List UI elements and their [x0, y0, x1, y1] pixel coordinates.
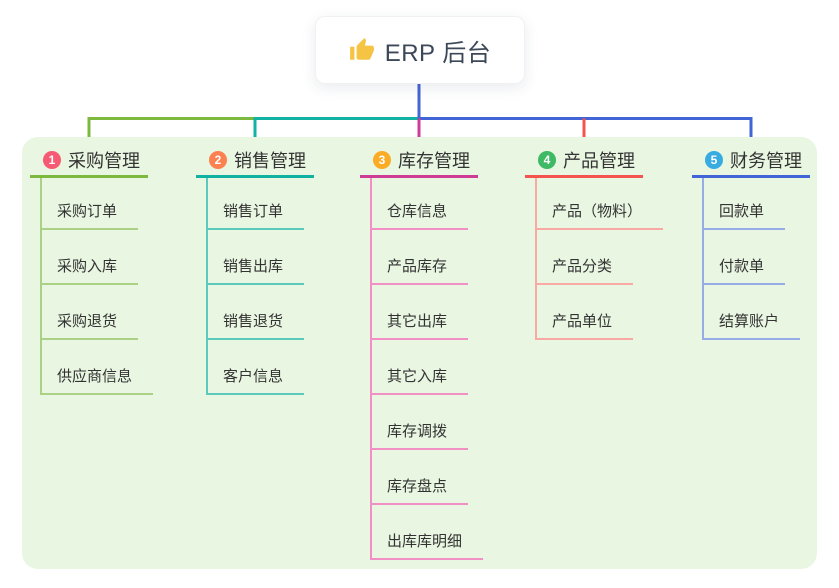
child-node-sales-2[interactable]: 销售出库: [206, 257, 305, 285]
branch-spine-purchase: [40, 178, 42, 395]
child-node-inventory-4[interactable]: 其它入库: [370, 367, 469, 395]
branch-title-product: 产品管理: [563, 151, 635, 171]
child-node-inventory-2[interactable]: 产品库存: [370, 257, 469, 285]
child-node-sales-1[interactable]: 销售订单: [206, 202, 305, 230]
child-node-finance-1[interactable]: 回款单: [702, 202, 786, 230]
branch-heading-product[interactable]: 4 产品管理: [525, 145, 643, 178]
child-node-product-3[interactable]: 产品单位: [535, 312, 634, 340]
child-node-purchase-1[interactable]: 采购订单: [40, 202, 139, 230]
branch-number-badge-sales: 2: [209, 151, 227, 169]
branch-title-inventory: 库存管理: [398, 151, 470, 171]
branch-number-badge-purchase: 1: [43, 151, 61, 169]
branch-heading-finance[interactable]: 5 财务管理: [692, 145, 810, 178]
child-node-purchase-2[interactable]: 采购入库: [40, 257, 139, 285]
child-node-product-1[interactable]: 产品（物料）: [535, 202, 664, 230]
child-node-purchase-4[interactable]: 供应商信息: [40, 367, 154, 395]
root-node-label: ERP 后台: [384, 39, 492, 67]
child-node-purchase-3[interactable]: 采购退货: [40, 312, 139, 340]
child-node-inventory-1[interactable]: 仓库信息: [370, 202, 469, 230]
child-node-finance-3[interactable]: 结算账户: [702, 312, 801, 340]
branch-title-sales: 销售管理: [234, 151, 306, 171]
branch-title-finance: 财务管理: [730, 151, 802, 171]
branch-spine-inventory: [370, 178, 372, 560]
child-node-inventory-3[interactable]: 其它出库: [370, 312, 469, 340]
branch-spine-sales: [206, 178, 208, 395]
child-node-sales-3[interactable]: 销售退货: [206, 312, 305, 340]
branch-number-badge-inventory: 3: [373, 151, 391, 169]
branch-heading-inventory[interactable]: 3 库存管理: [360, 145, 478, 178]
thumbs-up-icon: [349, 37, 375, 63]
branch-heading-sales[interactable]: 2 销售管理: [196, 145, 314, 178]
child-node-inventory-5[interactable]: 库存调拨: [370, 422, 469, 450]
branch-spine-product: [535, 178, 537, 340]
child-node-inventory-6[interactable]: 库存盘点: [370, 477, 469, 505]
branch-title-purchase: 采购管理: [68, 151, 140, 171]
child-node-inventory-7[interactable]: 出库库明细: [370, 532, 484, 560]
child-node-sales-4[interactable]: 客户信息: [206, 367, 305, 395]
branch-heading-purchase[interactable]: 1 采购管理: [30, 145, 148, 178]
child-node-finance-2[interactable]: 付款单: [702, 257, 786, 285]
branch-number-badge-finance: 5: [705, 151, 723, 169]
branch-spine-finance: [702, 178, 704, 340]
root-node[interactable]: ERP 后台: [315, 16, 525, 84]
branches-panel: [22, 137, 817, 569]
child-node-product-2[interactable]: 产品分类: [535, 257, 634, 285]
branch-number-badge-product: 4: [538, 151, 556, 169]
